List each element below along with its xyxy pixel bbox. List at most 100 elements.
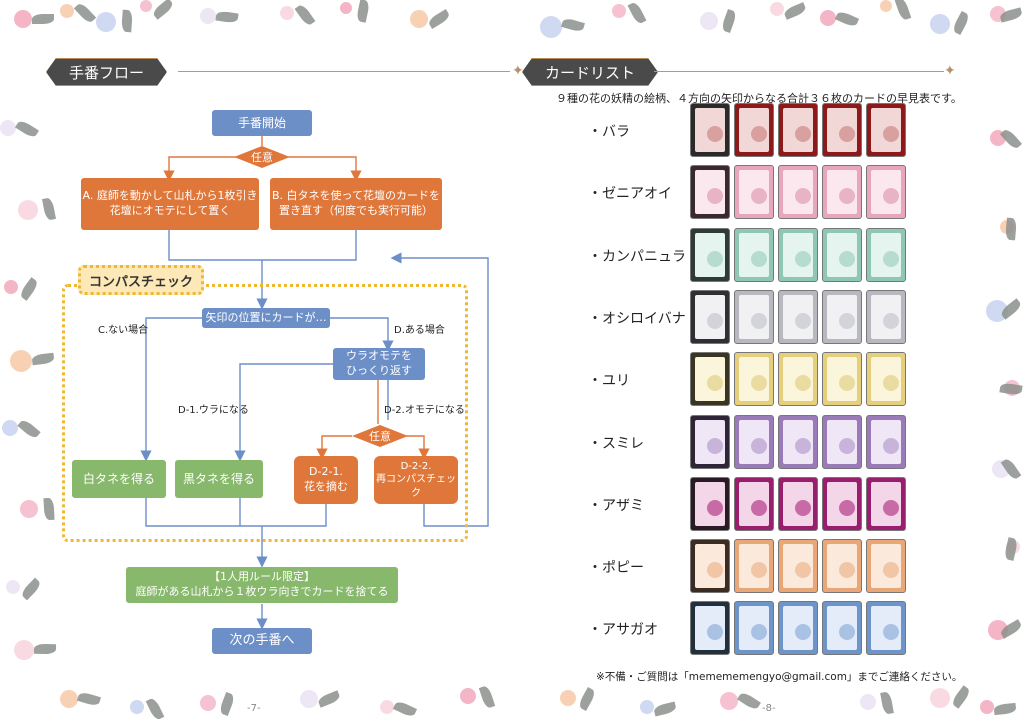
flower-decoration (20, 500, 38, 518)
card-front-image (822, 165, 862, 219)
get-white-seed-box: 白タネを得る (72, 460, 166, 498)
card-row-name: ・ポピー (588, 560, 644, 576)
flower-decoration (880, 0, 892, 12)
flower-decoration (18, 200, 38, 220)
card-front-image (822, 352, 862, 406)
right-section-header: カードリスト ✦ (522, 58, 962, 86)
card-row-name: ・ゼニアオイ (588, 186, 672, 202)
card-front-image (734, 539, 774, 593)
flower-decoration (930, 14, 950, 34)
flower-decoration (10, 350, 32, 372)
arrow-check-box: 矢印の位置にカードが… (202, 308, 330, 328)
pick-flower-box: D-2-1. 花を摘む (294, 456, 358, 504)
right-header-rule (654, 71, 944, 72)
card-row-name: ・ユリ (588, 373, 630, 389)
card-row-name: ・アザミ (588, 498, 644, 514)
card-front-image (866, 290, 906, 344)
flower-decoration (200, 695, 216, 711)
flower-decoration (140, 0, 152, 12)
card-back-image (690, 103, 730, 157)
flower-decoration (860, 694, 876, 710)
card-front-image (734, 165, 774, 219)
right-page-number: -8- (762, 703, 776, 714)
flower-decoration (300, 690, 318, 708)
recheck-compass-box: D-2-2. 再コンパスチェック (374, 456, 458, 504)
card-front-image (866, 601, 906, 655)
flower-decoration (820, 10, 836, 26)
card-list-intro: ９種の花の妖精の絵柄、４方向の矢印からなる合計３６枚のカードの早見表です。 (556, 92, 962, 105)
left-header-title: 手番フロー (46, 58, 167, 86)
left-page-number: -7- (247, 703, 261, 714)
card-row-name: ・カンパニュラ (588, 249, 686, 265)
sparkle-icon: ✦ (944, 63, 956, 79)
sparkle-icon: ✦ (512, 63, 524, 79)
card-front-image (778, 601, 818, 655)
card-front-image (778, 103, 818, 157)
card-front-image (734, 228, 774, 282)
card-back-image (690, 228, 730, 282)
flower-decoration (460, 688, 476, 704)
card-front-image (734, 415, 774, 469)
card-front-image (778, 477, 818, 531)
flower-decoration (720, 692, 738, 710)
flower-decoration (410, 10, 428, 28)
card-front-image (778, 228, 818, 282)
card-back-image (690, 352, 730, 406)
card-front-image (822, 228, 862, 282)
card-front-image (866, 415, 906, 469)
turn-start-box: 手番開始 (212, 110, 312, 136)
flower-decoration (540, 16, 562, 38)
flower-decoration (200, 8, 216, 24)
card-front-image (822, 290, 862, 344)
flower-decoration (340, 2, 352, 14)
card-front-image (734, 601, 774, 655)
right-header-title: カードリスト (522, 58, 658, 86)
flower-decoration (14, 10, 32, 28)
card-front-image (734, 477, 774, 531)
card-front-image (866, 539, 906, 593)
left-header-rule (178, 71, 510, 72)
card-front-image (734, 290, 774, 344)
flower-decoration (980, 700, 994, 714)
card-back-image (690, 539, 730, 593)
left-section-header: 手番フロー ✦ (46, 58, 524, 86)
flower-decoration (2, 420, 18, 436)
card-front-image (822, 103, 862, 157)
get-black-seed-box: 黒タネを得る (175, 460, 263, 498)
card-front-image (734, 352, 774, 406)
card-front-image (866, 165, 906, 219)
card-front-image (734, 103, 774, 157)
flower-decoration (770, 2, 784, 16)
optional-choice-diamond: 任意 (234, 146, 290, 168)
flower-decoration (14, 640, 34, 660)
has-card-label: D.ある場合 (394, 325, 445, 336)
flower-decoration (0, 120, 16, 136)
card-front-image (822, 601, 862, 655)
card-back-image (690, 165, 730, 219)
compass-check-frame (62, 284, 468, 542)
card-row-name: ・スミレ (588, 436, 644, 452)
card-front-image (822, 477, 862, 531)
next-turn-box: 次の手番へ (212, 628, 312, 654)
flower-decoration (280, 6, 294, 20)
flower-decoration (640, 700, 654, 714)
card-row-name: ・オシロイバナ (588, 311, 686, 327)
card-back-image (690, 601, 730, 655)
flower-decoration (612, 4, 626, 18)
flower-decoration (60, 690, 78, 708)
card-front-image (866, 352, 906, 406)
no-card-label: C.ない場合 (98, 325, 149, 336)
flower-decoration (60, 4, 74, 18)
card-front-image (778, 165, 818, 219)
flower-decoration (4, 280, 18, 294)
card-back-image (690, 477, 730, 531)
card-front-image (866, 477, 906, 531)
flower-decoration (6, 580, 20, 594)
face-down-label: D-1.ウラになる (178, 405, 249, 416)
card-front-image (822, 539, 862, 593)
flower-decoration (560, 690, 576, 706)
solo-rule-box: 【1人用ルール限定】 庭師がある山札から１枚ウラ向きでカードを捨てる (126, 567, 398, 603)
card-row-name: ・バラ (588, 124, 630, 140)
